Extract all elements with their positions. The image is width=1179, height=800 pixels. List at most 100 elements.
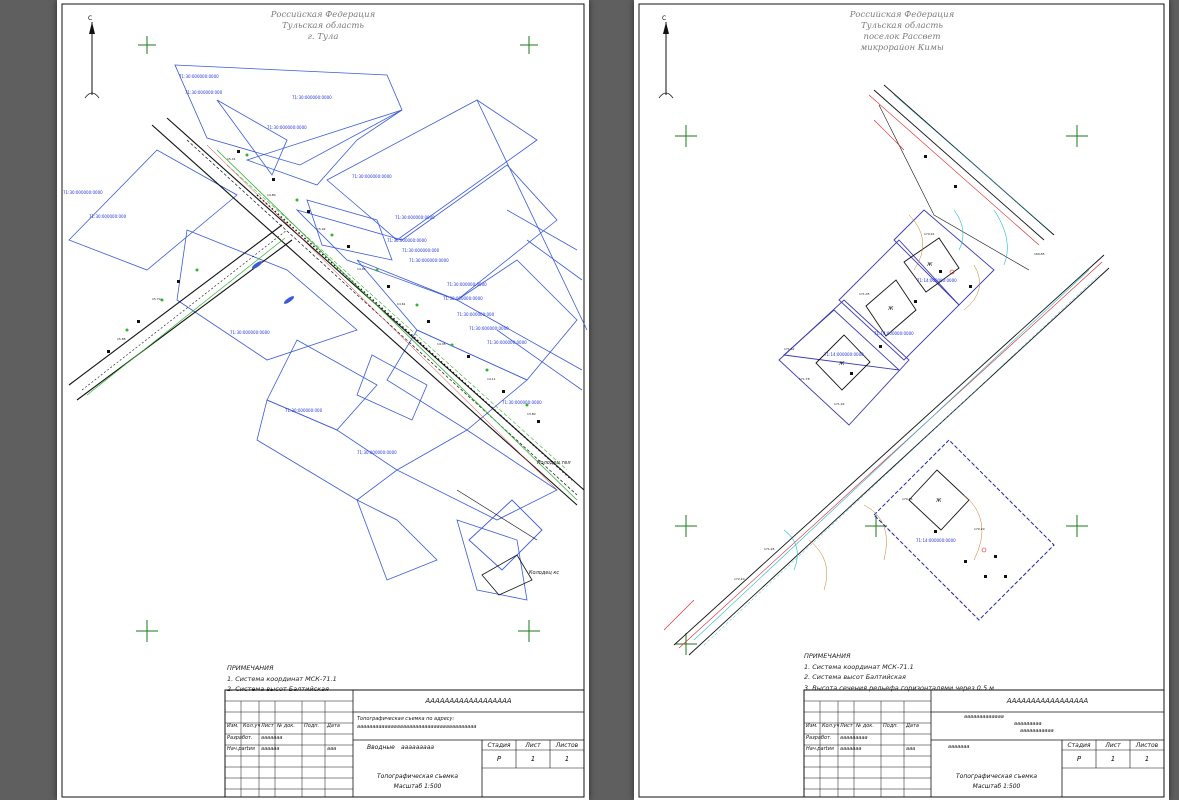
sheets-value: 1 (564, 755, 570, 763)
drawing-title: Топографическая съемка (376, 773, 458, 780)
col-header: Изм. (227, 723, 239, 729)
main-road (673, 84, 1110, 656)
map-label: Колодец кс (529, 570, 560, 576)
subject: Топографическая съемка по адресу: (357, 716, 455, 722)
vegetation (125, 153, 529, 407)
building-label: Ж (936, 498, 942, 504)
sheet-header-left: Российская Федерация Тульская область г.… (203, 10, 443, 43)
parcel-number: 71:30:000000:000 (89, 214, 127, 219)
svg-text:170.91: 170.91 (924, 232, 935, 236)
parcel-number: 71:30:000000:000 (457, 312, 495, 317)
col-header: № док. (856, 723, 874, 729)
north-arrow-icon: С (84, 15, 100, 99)
parcel-number: 71:30:000000:0000 (443, 296, 483, 301)
object-label: Вводные (367, 744, 395, 751)
buildings (815, 237, 970, 531)
map-left: С (61, 3, 588, 798)
notes-right: ПРИМЕЧАНИЯ 1. Система координат МСК-71.1… (804, 651, 994, 693)
drawing-scale: Масштаб 1:500 (972, 783, 1021, 790)
svg-text:15.88: 15.88 (117, 337, 126, 341)
svg-text:170.20: 170.20 (974, 527, 985, 531)
header-line: Тульская область (860, 21, 944, 31)
header-line: поселок Рассвет (863, 32, 941, 42)
svg-text:171.05: 171.05 (859, 292, 870, 296)
notes-heading: ПРИМЕЧАНИЯ (804, 652, 851, 660)
parcel-number: 71:30:000000:0000 (487, 340, 527, 345)
parcel-number: 71:30:000000:0000 (469, 326, 509, 331)
stage-header: Стадия (487, 742, 511, 749)
project-code: ААААААААААААААААА (1006, 697, 1089, 705)
role-label: Разработ. (806, 735, 832, 741)
parcel-number: 71:30:000000:0000 (502, 400, 542, 405)
parcel-boundaries (68, 64, 588, 601)
sheet-left: С (57, 0, 589, 800)
subject-line: ааааааааа (1014, 721, 1042, 727)
object-value: ааааааааа (401, 744, 435, 751)
col-header: Дата (906, 723, 919, 729)
project-code: АААААААААААААААААА (425, 697, 512, 705)
contours (808, 214, 983, 591)
coordinate-cross-icon (675, 125, 1088, 655)
sheets-header: Листов (1135, 742, 1159, 749)
header-line: Российская Федерация (849, 10, 955, 20)
north-arrow-icon: С (658, 15, 674, 99)
role-name: ааааааааа (840, 735, 868, 741)
parcel-number: 71:30:000000:0000 (387, 238, 427, 243)
svg-text:С: С (88, 15, 92, 22)
svg-text:14.11: 14.11 (487, 377, 496, 381)
sheets-header: Листов (555, 742, 579, 749)
col-header: Кол.уч (822, 723, 840, 729)
svg-text:15.41: 15.41 (227, 157, 236, 161)
sheet-header: Лист (1105, 742, 1121, 749)
drawing-title: Топографическая съемка (955, 773, 1037, 780)
sheets-value: 1 (1144, 755, 1150, 763)
role-label: Нач.partия (227, 746, 255, 752)
svg-text:С: С (662, 15, 666, 22)
coordinate-cross-icon (136, 36, 540, 642)
header-line: микрорайон Кимы (860, 43, 944, 53)
title-block-right (803, 689, 1165, 798)
col-header: Подп. (304, 723, 320, 729)
side-road (68, 224, 293, 401)
water-features (783, 209, 1008, 571)
svg-text:171.95: 171.95 (764, 547, 775, 551)
svg-text:15.70: 15.70 (152, 297, 161, 301)
parcel-number: 71:30:000000:0000 (267, 125, 307, 130)
main-road (151, 117, 585, 506)
title-block-left (224, 689, 585, 798)
col-header: Дата (327, 723, 340, 729)
note-item: 1. Система координат МСК-71.1 (227, 674, 337, 683)
svg-text:171.62: 171.62 (784, 347, 795, 351)
building-label: Ж (839, 361, 845, 367)
parcel-number: 71:30:000000:0000 (292, 95, 332, 100)
col-header: Изм. (806, 723, 818, 729)
role-date: ааа (327, 746, 337, 752)
stage-value: Р (1076, 755, 1082, 763)
parcel-number: 71:14:000000:0000 (917, 278, 957, 283)
parcel-number: 71:30:000000:0000 (352, 174, 392, 179)
role-label: Разработ. (227, 735, 253, 741)
parcel-number: 71:14:000000:0000 (824, 352, 864, 357)
parcel-number: 71:30:000000:0000 (63, 190, 103, 195)
svg-text:14.80: 14.80 (267, 193, 276, 197)
notes-heading: ПРИМЕЧАНИЯ (227, 664, 274, 672)
sheet-value: 1 (530, 755, 536, 763)
parcel-number: 71:30:000000:000 (402, 248, 440, 253)
building-block (456, 489, 543, 596)
svg-text:15.02: 15.02 (317, 227, 326, 231)
col-header: Лист (261, 723, 274, 729)
header-line: Российская Федерация (270, 10, 376, 20)
parcel-number: 71:30:000000:0000 (409, 258, 449, 263)
parcel-number: 71:30:000000:0000 (357, 450, 397, 455)
note-item: 2. Система высот Балтийская (804, 673, 906, 681)
parcel-number: 71:30:000000:0000 (230, 330, 270, 335)
blue-features (251, 261, 295, 304)
parcel-number: 71:14:000000:0000 (916, 538, 956, 543)
svg-text:14.61: 14.61 (397, 302, 406, 306)
role-name: ааааааа (840, 746, 862, 752)
notes-left: ПРИМЕЧАНИЯ 1. Система координат МСК-71.1… (227, 663, 337, 695)
svg-text:169.85: 169.85 (1034, 252, 1045, 256)
utility-red (663, 119, 987, 631)
